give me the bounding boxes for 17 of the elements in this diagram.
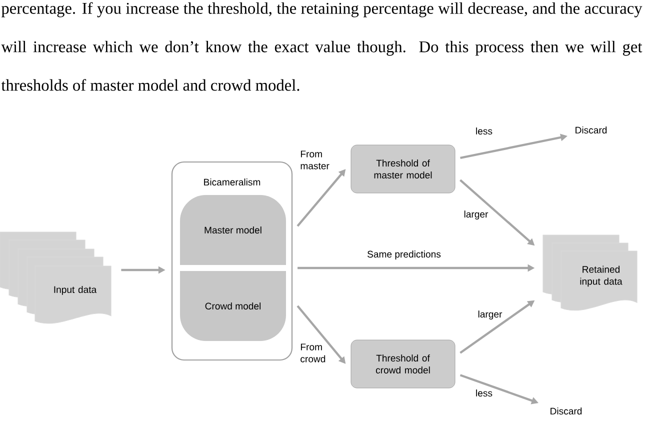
edge-label: less	[476, 128, 492, 135]
edge-label: larger	[464, 210, 488, 220]
outcome-label: Discard	[550, 408, 582, 415]
node-label: Input data	[54, 286, 97, 295]
model-block: Master model	[180, 195, 286, 265]
edge-label: Same predictions	[368, 250, 441, 260]
outcome-label: Discard	[576, 126, 607, 134]
model-block: Crowd model	[180, 271, 286, 341]
edge-label: From crowd	[300, 344, 326, 362]
threshold-box: Threshold of master model	[350, 144, 456, 194]
document-stack: Input data	[0, 232, 112, 324]
document-stack: Retained input data	[542, 234, 638, 311]
edge-label: larger	[478, 310, 502, 320]
body-text: percentage. If you increase the threshold, the retaining percentage will decrease, and the accuracy will increase which we don’t know the exact value though. Do this process then we will get thresholds of master model and crowd model.	[1, 2, 642, 91]
threshold-box: Threshold of crowd model	[350, 340, 456, 388]
edge-label: From master	[300, 150, 330, 170]
edge-label: less	[476, 390, 492, 397]
